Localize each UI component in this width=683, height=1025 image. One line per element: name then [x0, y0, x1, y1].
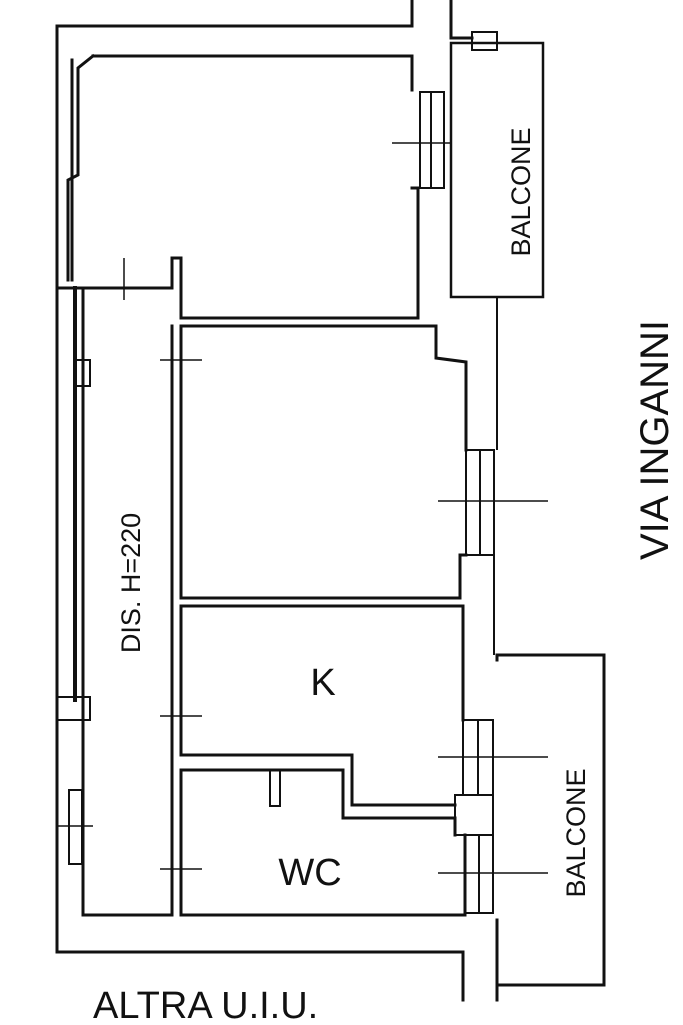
- facade-wall: [493, 297, 498, 655]
- kitchen-label: K: [310, 662, 335, 704]
- bathroom-label: WC: [278, 852, 341, 894]
- other-unit-label: ALTRA U.I.U.: [93, 985, 318, 1025]
- room-kitchen: K: [160, 604, 548, 807]
- balcony-top: BALCONE: [449, 31, 545, 299]
- outer-walls: [55, 0, 499, 1002]
- room-bathroom: WC: [160, 768, 548, 917]
- corridor-label: DIS. H=220: [116, 513, 146, 653]
- balcony-top-label: BALCONE: [506, 127, 536, 256]
- balcony-bottom: BALCONE: [495, 653, 606, 987]
- balcony-bottom-label: BALCONE: [561, 768, 591, 897]
- corridor: DIS. H=220: [56, 288, 174, 917]
- room-middle: [160, 324, 548, 917]
- street-label: VIA INGANNI: [633, 320, 677, 560]
- room-top: [58, 53, 492, 320]
